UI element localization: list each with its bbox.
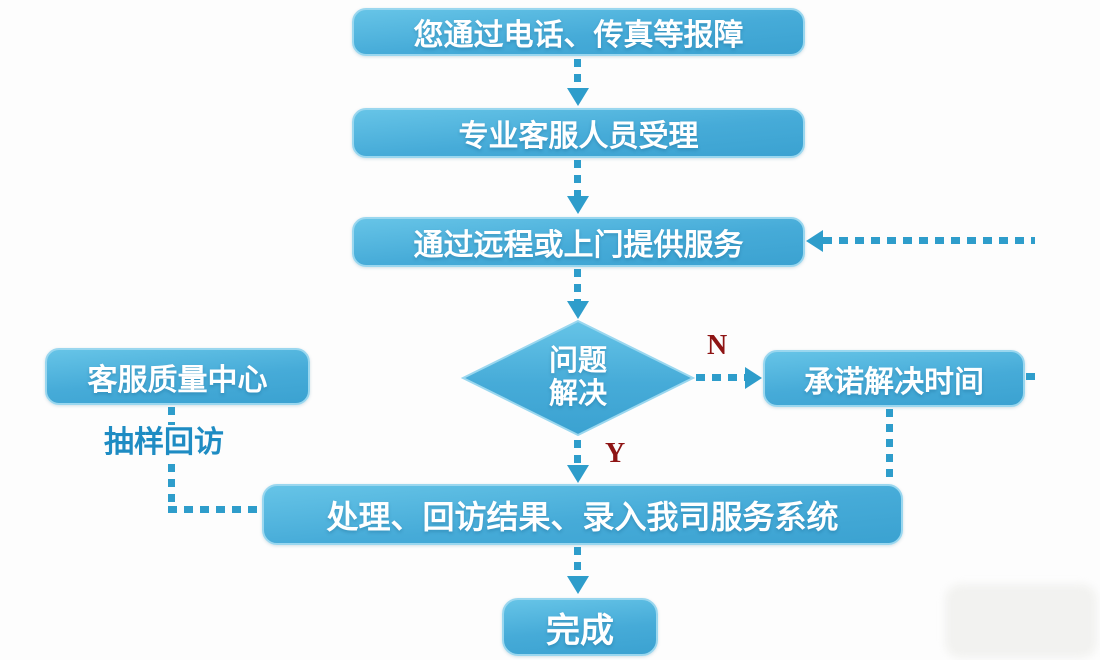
- node-done-label: 完成: [546, 611, 614, 650]
- diamond-shape: [460, 319, 696, 437]
- node-promise: 承诺解决时间: [763, 350, 1025, 407]
- node-report: 您通过电话、传真等报障: [352, 8, 805, 56]
- connector-promise-right-stub: [1026, 373, 1037, 380]
- node-service: 通过远程或上门提供服务: [352, 217, 805, 267]
- connector-quality-sampling: [168, 407, 175, 425]
- arrowhead-down-icon: [567, 465, 589, 483]
- node-accept: 专业客服人员受理: [352, 108, 805, 158]
- connector-sampling-down: [168, 464, 175, 508]
- node-report-label: 您通过电话、传真等报障: [413, 19, 744, 52]
- connector-service-decision: [574, 269, 581, 302]
- decision-label-line2: 解决: [548, 378, 607, 410]
- node-quality-center: 客服质量中心: [45, 348, 310, 405]
- connector-sampling-record: [168, 506, 260, 513]
- decision-label-line1: 问题: [548, 344, 607, 377]
- connector-decision-record: [574, 440, 581, 466]
- label-sampling-callback: 抽样回访: [104, 426, 224, 459]
- decision-label: 问题 解决: [460, 318, 696, 438]
- connector-accept-service: [574, 160, 581, 196]
- node-quality-center-label: 客服质量中心: [87, 363, 268, 397]
- node-record: 处理、回访结果、录入我司服务系统: [262, 484, 903, 545]
- arrowhead-down-icon: [567, 196, 589, 214]
- arrowhead-down-icon: [567, 576, 589, 594]
- node-record-label: 处理、回访结果、录入我司服务系统: [326, 498, 839, 535]
- connector-report-accept: [574, 59, 581, 89]
- decision-diamond: 问题 解决: [460, 318, 696, 438]
- connector-record-done: [574, 547, 581, 575]
- arrowhead-right-icon: [745, 367, 762, 389]
- label-yes: Y: [605, 438, 626, 469]
- node-service-label: 通过远程或上门提供服务: [413, 229, 744, 262]
- connector-promise-record: [886, 409, 893, 483]
- connector-return-to-service: [823, 237, 1035, 244]
- node-done: 完成: [502, 598, 658, 656]
- node-promise-label: 承诺解决时间: [804, 365, 984, 399]
- arrowhead-left-icon: [806, 230, 823, 252]
- node-accept-label: 专业客服人员受理: [458, 120, 699, 153]
- arrowhead-down-icon: [567, 301, 589, 319]
- watermark-block: [945, 584, 1097, 658]
- arrowhead-down-icon: [567, 88, 589, 106]
- label-no: N: [707, 330, 728, 361]
- connector-decision-promise: [696, 374, 746, 381]
